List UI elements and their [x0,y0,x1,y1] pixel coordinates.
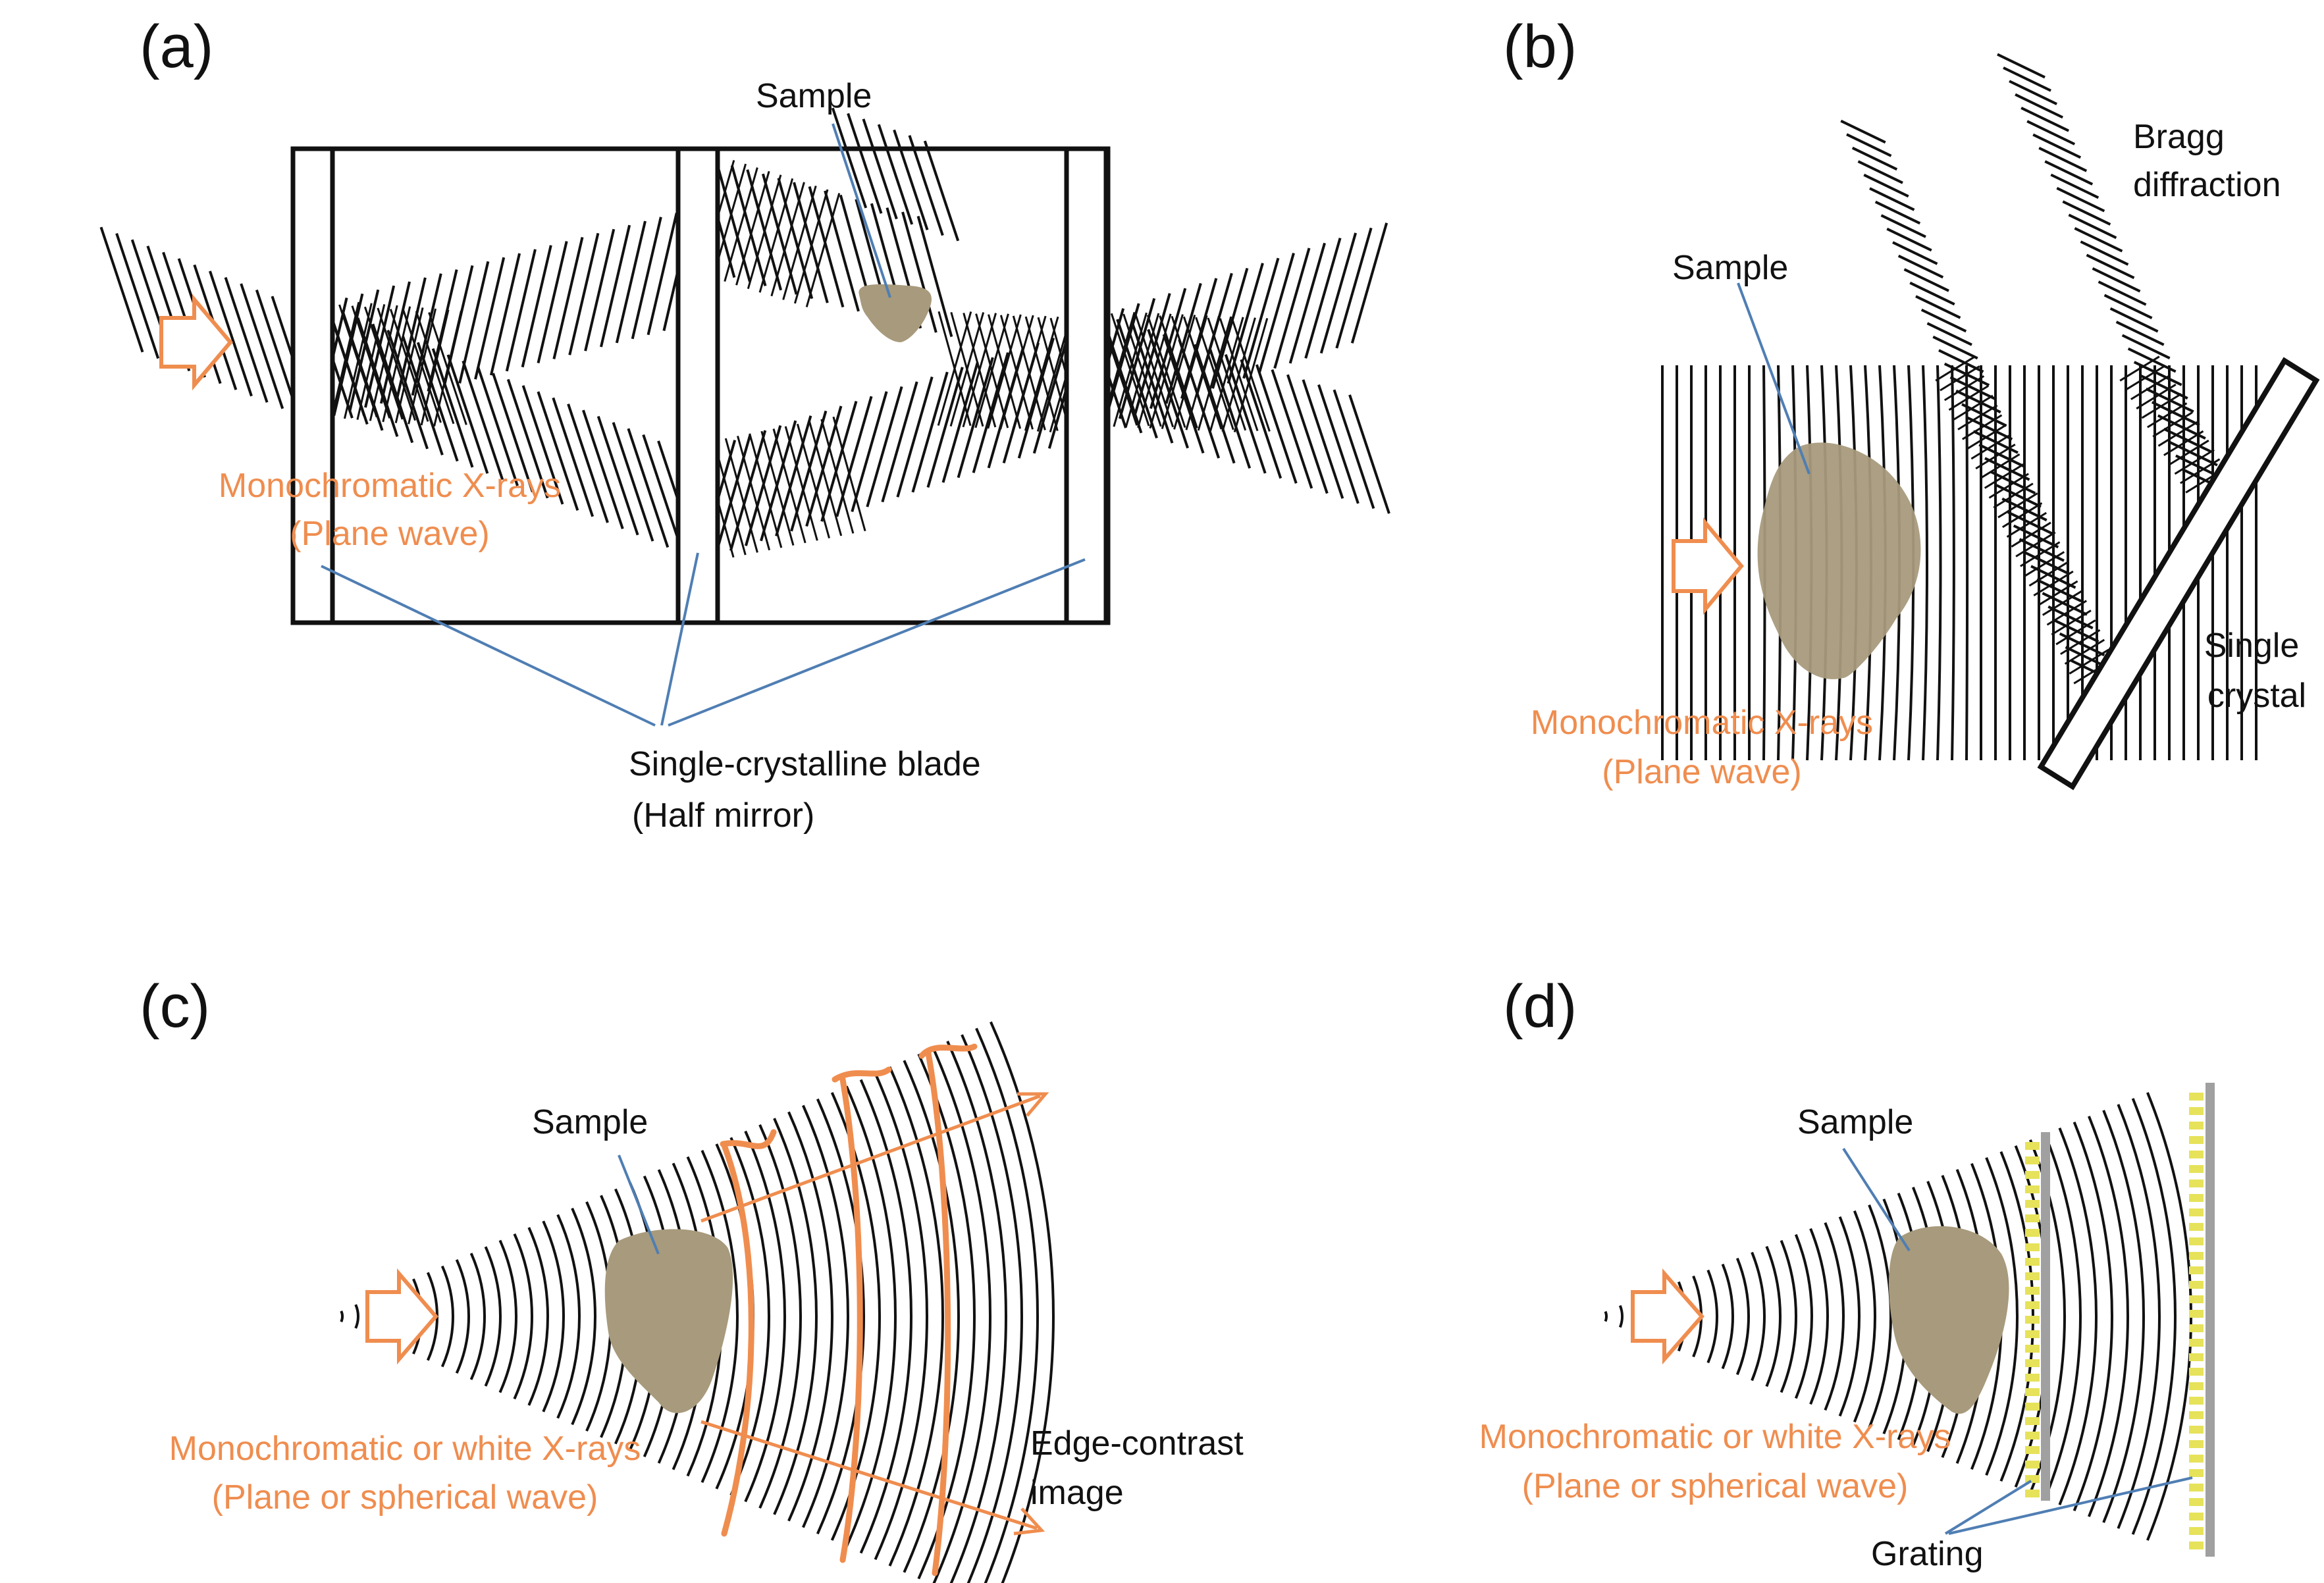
single-crystal [2037,357,2320,791]
grating-label: Grating [1871,1535,1984,1573]
leader-line [321,565,656,727]
image-label: Edge-contrast [1030,1424,1244,1463]
interferometer-frame [290,146,1111,625]
panel-label: (b) [1503,13,1577,80]
source-label: Monochromatic or white X-rays [1479,1418,1951,1456]
source-label-sub: (Plane wave) [1602,753,1801,791]
crystal-blade [290,146,335,625]
ray-arrows [700,1092,1049,1536]
blade-label-sub: (Half mirror) [632,796,814,835]
wavefront-lines [1660,53,2258,761]
grating-1 [2025,1132,2050,1501]
sample-shape [1888,1226,2009,1414]
leader-line [1737,282,1810,475]
panel-label: (a) [140,13,213,80]
arrow-right-icon [365,1268,438,1365]
wavefront-arcs [340,1021,1055,1583]
arrow-right-icon [1631,1268,1704,1364]
panel-c-propagation: (c) Sample Monochromatic or white X-rays… [140,973,1244,1583]
bragg-label-sub: diffraction [2133,166,2281,204]
crystal-blade [1064,146,1109,625]
panel-label: (c) [140,973,210,1040]
panel-d-grating: (d) Sample Monochromatic or white X-rays… [1479,973,2215,1573]
leader-line [660,552,699,726]
leader-line [832,123,891,298]
panel-b-diffraction: (b) Sample Bragg diffraction Single crys… [1503,13,2320,791]
leader-line [668,558,1086,727]
panel-a-interferometer: (a) Sample Monochromatic X-rays (Plane w… [99,13,1390,835]
sample-label: Sample [1672,249,1788,287]
crystal-blade [675,146,720,625]
panel-label: (d) [1503,973,1577,1040]
sample-label: Sample [756,77,872,115]
image-label-sub: image [1030,1474,1124,1512]
sample-label: Sample [1797,1103,1913,1141]
source-label-sub: (Plane or spherical wave) [212,1478,598,1517]
leader-line [1944,1480,2032,1535]
leader-line [618,1155,660,1255]
source-label-sub: (Plane or spherical wave) [1522,1467,1909,1505]
crystal-label: Single [2204,627,2300,665]
source-label-sub: (Plane wave) [290,515,489,553]
crystal-label-sub: crystal [2207,677,2306,715]
sample-label: Sample [532,1103,648,1141]
blade-label: Single-crystalline blade [629,745,981,783]
grating-2 [2189,1083,2215,1557]
arrow-right-icon [1672,517,1744,615]
bragg-label: Bragg [2133,118,2225,156]
sample-shape [858,284,932,342]
leader-line [1948,1476,2193,1535]
source-label: Monochromatic X-rays [1531,704,1873,742]
sample-shape [604,1229,733,1413]
arrow-right-icon [159,294,233,391]
sample-shape [1757,442,1921,679]
source-label: Monochromatic or white X-rays [169,1430,641,1468]
source-label: Monochromatic X-rays [219,467,561,505]
edge-contrast-profiles [720,1043,978,1576]
leader-line [1842,1147,1911,1252]
